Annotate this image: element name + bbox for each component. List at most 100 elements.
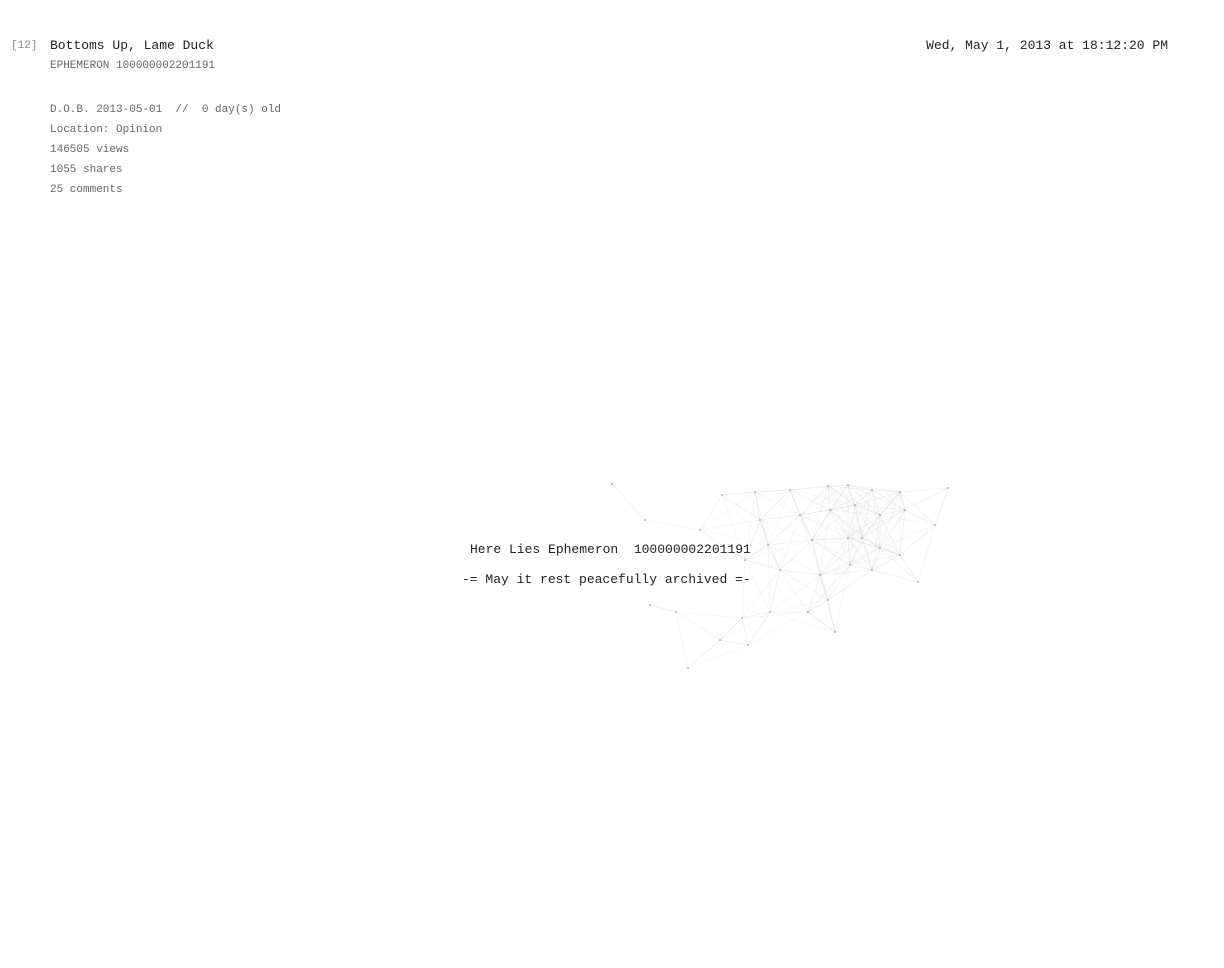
mesh-edge <box>644 519 701 531</box>
mesh-edge <box>799 514 849 539</box>
mesh-edge <box>769 611 836 633</box>
location-line: Location: Opinion <box>50 124 163 136</box>
mesh-node <box>741 617 743 619</box>
mesh-edge <box>747 611 809 646</box>
item-index: [12] <box>11 40 38 52</box>
mesh-node <box>721 494 723 496</box>
mesh-edge <box>847 484 863 539</box>
mesh-node <box>871 489 873 491</box>
mesh-edge <box>879 491 901 516</box>
mesh-edge <box>759 514 801 521</box>
mesh-node <box>747 644 749 646</box>
mesh-edge <box>871 514 881 571</box>
mesh-edge <box>854 491 901 506</box>
mesh-edge <box>899 554 919 583</box>
mesh-edge <box>754 489 791 493</box>
mesh-edge <box>699 491 756 531</box>
mesh-edge <box>799 509 831 516</box>
mesh-edge <box>721 494 746 561</box>
mesh-edge <box>827 564 851 601</box>
mesh-edge <box>744 519 761 561</box>
mesh-edge <box>871 569 919 583</box>
mesh-edge <box>829 509 849 539</box>
mesh-edge <box>899 491 936 526</box>
mesh-edge <box>687 639 721 669</box>
mesh-node <box>899 554 901 556</box>
mesh-edge <box>675 611 743 619</box>
mesh-edge <box>811 504 856 541</box>
mesh-edge <box>789 485 829 491</box>
mesh-edge <box>847 514 881 539</box>
mesh-edge <box>811 539 873 571</box>
mesh-edge <box>741 611 809 619</box>
mesh-edge <box>847 484 873 491</box>
mesh-node <box>799 514 801 516</box>
mesh-node <box>819 574 821 576</box>
mesh-edge <box>871 489 881 516</box>
mesh-edge <box>767 514 801 546</box>
mesh-edge <box>847 537 873 571</box>
mesh-node <box>947 487 949 489</box>
mesh-node <box>767 544 769 546</box>
mesh-edge <box>675 611 689 669</box>
mesh-edge <box>861 489 873 539</box>
mesh-edge <box>811 484 849 541</box>
mesh-node <box>847 537 849 539</box>
mesh-edge <box>827 569 873 601</box>
mesh-node <box>879 547 881 549</box>
mesh-edge <box>699 494 723 531</box>
mesh-edge <box>744 491 756 561</box>
mesh-edge <box>754 491 801 516</box>
mesh-edge <box>789 489 801 516</box>
mesh-edge <box>767 544 771 613</box>
mesh-edge <box>789 489 831 511</box>
mesh-edge <box>879 509 906 549</box>
mesh-node <box>871 569 873 571</box>
mesh-node <box>854 504 856 506</box>
mesh-edge <box>759 489 791 521</box>
network-mesh <box>611 483 949 669</box>
mesh-edge <box>861 509 906 539</box>
mesh-edge <box>861 537 881 549</box>
mesh-edge <box>834 564 851 633</box>
mesh-edge <box>829 509 881 516</box>
mesh-node <box>754 491 756 493</box>
mesh-edge <box>849 537 863 566</box>
mesh-edge <box>675 611 721 641</box>
mesh-edge <box>847 484 856 506</box>
mesh-edge <box>811 539 851 566</box>
mesh-edge <box>754 491 769 546</box>
mesh-node <box>789 489 791 491</box>
mesh-edge <box>811 485 829 541</box>
mesh-node <box>934 524 936 526</box>
mesh-edge <box>934 487 949 526</box>
mesh-edge <box>767 544 821 576</box>
ephemeron-id: EPHEMERON 100000002201191 <box>50 60 216 72</box>
mesh-edge <box>917 524 936 583</box>
mesh-edge <box>879 524 936 549</box>
mesh-edge <box>861 537 901 556</box>
mesh-edge <box>699 519 761 531</box>
mesh-edge <box>871 509 906 571</box>
mesh-edge <box>799 485 829 516</box>
mesh-edge <box>811 509 831 541</box>
mesh-edge <box>861 514 881 539</box>
mesh-edge <box>904 487 949 511</box>
mesh-edge <box>827 599 836 633</box>
mesh-edge <box>741 617 749 646</box>
mesh-edge <box>807 611 836 633</box>
mesh-edge <box>789 484 849 491</box>
mesh-edge <box>807 574 821 613</box>
mesh-edge <box>854 504 906 511</box>
mesh-edge <box>879 547 919 583</box>
mesh-edge <box>899 509 906 556</box>
mesh-edge <box>819 574 829 601</box>
timestamp: Wed, May 1, 2013 at 18:12:20 PM <box>926 38 1168 53</box>
mesh-edge <box>699 529 769 546</box>
mesh-edge <box>769 569 781 613</box>
shares-count: 1055 shares <box>50 164 123 176</box>
mesh-edge <box>807 564 851 613</box>
mesh-edge <box>854 504 873 571</box>
mesh-edge <box>829 509 851 566</box>
mesh-edge <box>611 483 646 521</box>
